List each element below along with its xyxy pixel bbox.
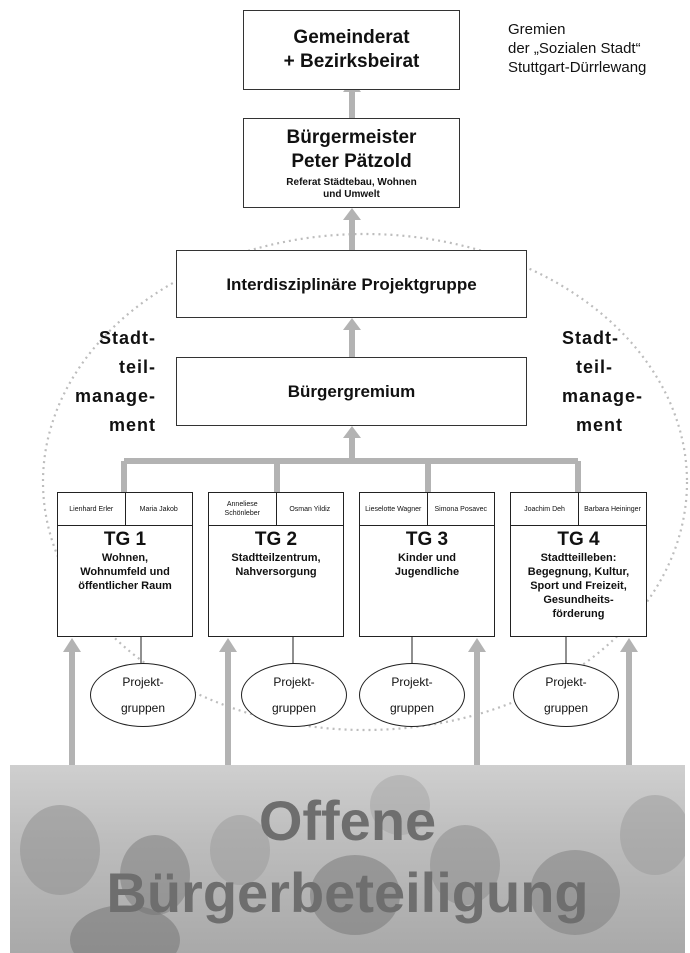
buergermeister-subtitle: und Umwelt <box>323 188 380 200</box>
buergergremium-box: Bürgergremium <box>176 357 527 426</box>
tg-desc-line: Nahversorgung <box>235 566 317 578</box>
gemeinderat-label: Gemeinderat <box>293 27 410 48</box>
tg-person-name: Anneliese Schönleber <box>224 501 260 517</box>
projektgruppen-ellipse: Projekt- gruppen <box>90 663 196 727</box>
crowd-photo: Offene Bürgerbeteiligung <box>10 765 685 953</box>
side-line: manage- <box>74 386 156 406</box>
tg-person-name: Lienhard Erler <box>69 505 114 513</box>
tg-names-row: Anneliese Schönleber Osman Yildiz <box>209 493 343 526</box>
tg-desc-line: Stadtteilleben: <box>540 552 617 564</box>
buergermeister-title: Bürgermeister <box>286 126 417 148</box>
projektgruppen-label: Projekt- <box>122 675 164 689</box>
crowd-shape <box>430 825 500 905</box>
stadtteilmanagement-left: Stadt- teil- manage- ment <box>66 324 156 440</box>
projektgruppen-label: gruppen <box>271 701 317 715</box>
side-line: teil- <box>576 357 614 377</box>
projektgruppen-ellipse: Projekt- gruppen <box>241 663 347 727</box>
tg-names-row: Lieselotte Wagner Simona Posavec <box>360 493 494 526</box>
crowd-shape <box>210 815 270 885</box>
projektgruppen-label: gruppen <box>389 701 435 715</box>
caption-line: Stuttgart-Dürrlewang <box>508 59 647 76</box>
tg-description: Stadtteilleben: Begegnung, Kultur, Sport… <box>515 551 642 621</box>
caption-line: der „Sozialen Stadt“ <box>508 40 641 57</box>
tg-desc-line: Jugendliche <box>394 566 460 578</box>
tg-description: Stadtteilzentrum, Nahversorgung <box>213 551 339 579</box>
side-line: ment <box>576 415 624 435</box>
crowd-shape <box>530 850 620 935</box>
tg-desc-line: öffentlicher Raum <box>78 580 172 592</box>
projektgruppen-label: Projekt- <box>273 675 315 689</box>
crowd-shape <box>20 805 100 895</box>
projektgruppen-label: Projekt- <box>391 675 433 689</box>
side-line: Stadt- <box>99 328 156 348</box>
projektgruppen-label: Projekt- <box>545 675 587 689</box>
tg-description: Kinder und Jugendliche <box>364 551 490 579</box>
projektgruppen-label: gruppen <box>543 701 589 715</box>
tg-person-name: Maria Jakob <box>124 493 193 525</box>
buergergremium-label: Bürgergremium <box>287 382 416 401</box>
tg1-box: Lienhard Erler Maria Jakob TG 1 Wohnen, … <box>57 492 193 637</box>
tg4-box: Joachim Deh Barbara Heininger TG 4 Stadt… <box>510 492 647 637</box>
tg-title: TG 1 <box>103 529 147 550</box>
caption: Gremien der „Sozialen Stadt“ Stuttgart-D… <box>508 20 646 77</box>
tg-desc-line: Sport und Freizeit, <box>530 580 627 592</box>
crowd-shape <box>370 775 430 835</box>
gemeinderat-box: Gemeinderat + Bezirksbeirat <box>243 10 460 90</box>
tg2-box: Anneliese Schönleber Osman Yildiz TG 2 S… <box>208 492 344 637</box>
tg-desc-line: Begegnung, Kultur, <box>527 566 630 578</box>
projektgruppen-ellipse: Projekt- gruppen <box>513 663 619 727</box>
tg-title: TG 2 <box>254 529 298 550</box>
tg-person-name: Lieselotte Wagner <box>365 505 422 513</box>
tg-title: TG 3 <box>405 529 449 550</box>
side-line: teil- <box>118 357 156 377</box>
projektgruppe-box: Interdisziplinäre Projektgruppe <box>176 250 527 318</box>
projektgruppe-label: Interdisziplinäre Projektgruppe <box>226 274 477 294</box>
tg-names-row: Lienhard Erler Maria Jakob <box>58 493 192 526</box>
tg-title: TG 4 <box>557 529 600 550</box>
tg3-box: Lieselotte Wagner Simona Posavec TG 3 Ki… <box>359 492 495 637</box>
tg-person-name: Joachim Deh <box>524 505 565 513</box>
stadtteilmanagement-right: Stadt- teil- manage- ment <box>562 324 662 440</box>
side-line: manage- <box>562 386 644 406</box>
buergermeister-title: Peter Pätzold <box>291 150 412 172</box>
tg-desc-line: Wohnen, <box>101 552 149 564</box>
crowd-shape <box>310 855 400 935</box>
buergermeister-box: Bürgermeister Peter Pätzold Referat Städ… <box>243 118 460 208</box>
gemeinderat-label: + Bezirksbeirat <box>283 51 420 72</box>
caption-line: Gremien <box>508 21 566 38</box>
buergermeister-subtitle: Referat Städtebau, Wohnen <box>286 176 417 188</box>
projektgruppen-label: gruppen <box>120 701 166 715</box>
tg-names-row: Joachim Deh Barbara Heininger <box>511 493 646 526</box>
crowd-shape <box>120 835 190 915</box>
projektgruppen-ellipse: Projekt- gruppen <box>359 663 465 727</box>
banner-line-1: Offene <box>258 789 437 852</box>
side-line: Stadt- <box>562 328 619 348</box>
tg-desc-line: Kinder und <box>397 552 457 564</box>
tg-person-name: Barbara Heininger <box>578 493 646 525</box>
crowd-shape <box>70 905 180 953</box>
tg-desc-line: Stadtteilzentrum, <box>231 552 321 564</box>
tg-description: Wohnen, Wohnumfeld und öffentlicher Raum <box>62 551 188 593</box>
tg-desc-line: Wohnumfeld und <box>80 566 170 578</box>
tg-desc-line: förderung <box>552 608 605 620</box>
banner-line-2: Bürgerbeteiligung <box>106 861 589 924</box>
side-line: ment <box>108 415 156 435</box>
tg-desc-line: Gesundheits- <box>543 594 614 606</box>
crowd-shape <box>620 795 685 875</box>
tg-person-name: Simona Posavec <box>426 493 495 525</box>
tg-person-name: Osman Yildiz <box>275 493 344 525</box>
